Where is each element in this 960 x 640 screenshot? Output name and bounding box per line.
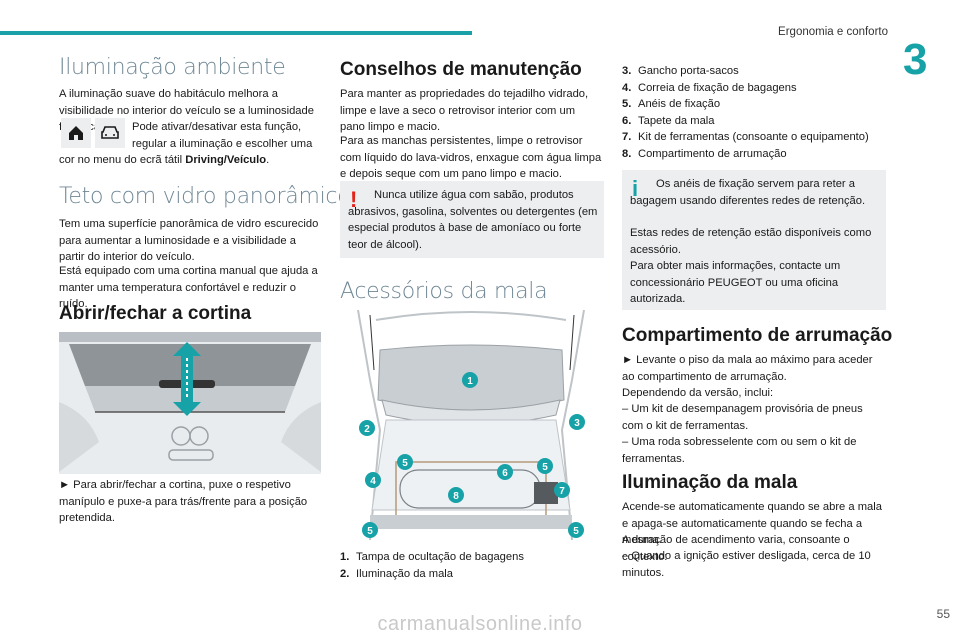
storage-paragraph-2: Dependendo da versão, inclui: xyxy=(622,387,774,399)
warning-exclamation-icon: ! xyxy=(350,187,358,212)
callout-badge xyxy=(554,482,570,498)
ambient-paragraph-2a: Pode ativar/desativar esta função, regul… xyxy=(132,121,313,150)
list-text: Correia de fixação de bagagens xyxy=(638,81,797,94)
ambient-paragraph-2b-end: . xyxy=(266,154,270,166)
list-text: Kit de ferramentas (consoante o equipame… xyxy=(638,131,869,143)
info-paragraph-1: Os anéis de fixação servem para reter a … xyxy=(630,178,866,207)
boot-light-paragraph-2: A duração de acendimento varia, consoant… xyxy=(622,534,850,563)
callout-5c: 5 xyxy=(367,526,373,537)
callout-badge xyxy=(537,458,553,474)
accessories-list-part-1: 1. Tampa de ocultação de bagagens 2. Ilumi… xyxy=(340,549,602,582)
panoramic-blind-illustration xyxy=(59,332,321,474)
watermark-text: carmanualsonline.info xyxy=(377,613,583,635)
heading-open-close-blind: Abrir/fechar a cortina xyxy=(59,303,252,324)
list-item: 6. Tapete da mala xyxy=(622,113,886,130)
callout-badge xyxy=(448,487,464,503)
callout-badge xyxy=(362,522,378,538)
callout-badge xyxy=(569,414,585,430)
maintenance-paragraph-1: Para manter as propriedades do tejadilho… xyxy=(340,88,589,133)
roof-paragraph-2: Está equipado com uma cortina manual que… xyxy=(59,265,318,310)
list-number: 4. xyxy=(622,81,632,94)
list-text: Anéis de fixação xyxy=(638,98,721,110)
ambient-icon-group xyxy=(61,118,125,148)
car-icon xyxy=(95,118,125,148)
page-number: 55 xyxy=(936,607,950,621)
storage-paragraph-4: – Uma roda sobresselente com ou sem o ki… xyxy=(622,436,857,465)
heading-boot-accessories: Acessórios da mala xyxy=(340,279,548,304)
boot-light-paragraph-3: – Quando a ignição estiver desligada, ce… xyxy=(622,550,871,579)
list-text: Gancho porta-sacos xyxy=(638,65,739,77)
info-paragraph-2: Estas redes de retenção estão disponívei… xyxy=(630,227,872,256)
callout-7: 7 xyxy=(559,486,565,497)
info-box: i Os anéis de fixação servem para reter … xyxy=(622,170,886,310)
callout-3: 3 xyxy=(574,418,580,429)
list-item: 3. Gancho porta-sacos xyxy=(622,63,886,80)
ambient-paragraph-2b-text: cor no menu do ecrã tátil xyxy=(59,154,186,166)
callout-6: 6 xyxy=(502,468,508,479)
list-item: 2. Iluminação da mala xyxy=(340,566,602,583)
warning-text: Nunca utilize água com sabão, produtos a… xyxy=(348,189,598,251)
callout-badge xyxy=(359,420,375,436)
accessories-list-part-2: 3. Gancho porta-sacos 4. Correia de fixaçã… xyxy=(622,63,886,162)
list-item: 7. Kit de ferramentas (consoante o equipa… xyxy=(622,129,886,146)
info-paragraph-3: Para obter mais informações, contacte um… xyxy=(630,260,841,305)
list-number: 5. xyxy=(622,98,632,110)
list-item: 4. Correia de fixação de bagagens xyxy=(622,80,886,97)
header-accent-bar xyxy=(0,31,472,35)
callout-2: 2 xyxy=(364,424,370,435)
boot-light-paragraph-1: Acende-se automaticamente quando se abre… xyxy=(622,501,882,546)
callout-badge xyxy=(568,522,584,538)
list-text: Tampa de ocultação de bagagens xyxy=(356,551,524,563)
roof-paragraph-1: Tem uma superfície panorâmica de vidro e… xyxy=(59,218,319,263)
list-number: 6. xyxy=(622,114,632,127)
ambient-paragraph-2b: cor no menu do ecrã tátil Driving/Veícul… xyxy=(59,152,325,169)
warning-box: ! Nunca utilize água com sabão, produtos… xyxy=(340,181,604,258)
callout-badge xyxy=(365,472,381,488)
list-number: 3. xyxy=(622,65,632,77)
callout-badge xyxy=(397,454,413,470)
callout-1: 1 xyxy=(467,376,473,387)
heading-maintenance: Conselhos de manutenção xyxy=(340,59,582,80)
list-number: 8. xyxy=(622,147,632,160)
callout-badge xyxy=(497,464,513,480)
info-icon: i xyxy=(632,176,639,201)
list-text: Tapete da mala xyxy=(638,114,715,127)
maintenance-paragraph-2: Para as manchas persistentes, limpe o re… xyxy=(340,135,602,180)
heading-ambient-lighting: Iluminação ambiente xyxy=(59,55,286,80)
list-number: 7. xyxy=(622,131,632,143)
storage-paragraph-3: – Um kit de desempanagem provisória de p… xyxy=(622,403,863,432)
blind-instruction: ► Para abrir/fechar a cortina, puxe o re… xyxy=(59,479,308,524)
callout-5b: 5 xyxy=(542,462,548,473)
list-number: 1. xyxy=(340,551,350,563)
callout-5d: 5 xyxy=(573,526,579,537)
list-item: 5. Anéis de fixação xyxy=(622,96,886,113)
menu-name: Driving/Veículo xyxy=(185,154,267,166)
badge-group xyxy=(359,372,585,538)
list-text: Iluminação da mala xyxy=(356,567,454,580)
heading-storage-compartment: Compartimento de arrumação xyxy=(622,325,893,346)
chapter-number: 3 xyxy=(903,35,928,84)
callout-5a: 5 xyxy=(402,458,408,469)
storage-instruction: ► Levante o piso da mala ao máximo para … xyxy=(622,354,873,383)
callout-4: 4 xyxy=(370,476,376,487)
list-number: 2. xyxy=(340,567,350,580)
list-text: Compartimento de arrumação xyxy=(638,147,787,160)
boot-accessories-illustration: 1 2 3 4 5 5 5 5 6 7 8 xyxy=(340,310,602,540)
list-item: 1. Tampa de ocultação de bagagens xyxy=(340,549,602,566)
callout-8: 8 xyxy=(453,491,459,502)
heading-panoramic-roof: Teto com vidro panorâmico xyxy=(59,184,351,209)
header-title: Ergonomia e conforto xyxy=(778,26,888,38)
heading-boot-lighting: Iluminação da mala xyxy=(622,472,798,493)
list-item: 8. Compartimento de arrumação xyxy=(622,146,886,163)
home-icon xyxy=(61,118,91,148)
callout-badge xyxy=(462,372,478,388)
